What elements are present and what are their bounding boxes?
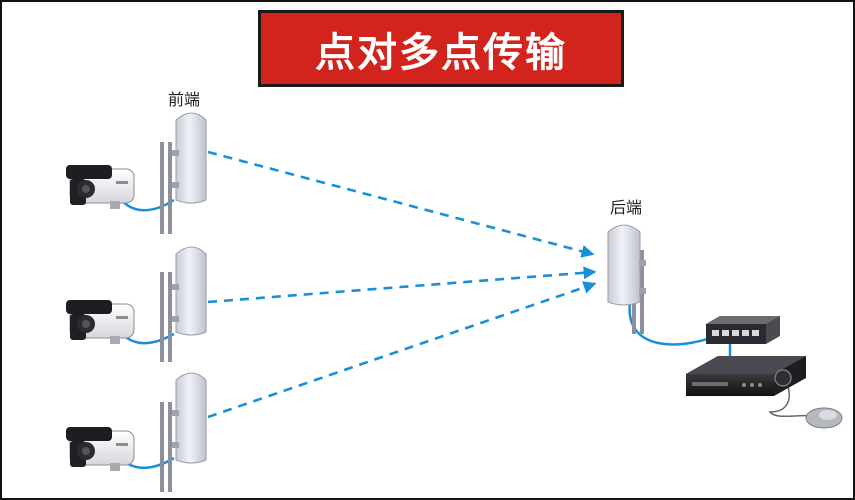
outdoor-cpe-antenna-icon xyxy=(160,112,207,234)
wireless-links xyxy=(207,150,597,419)
link-arrow-1 xyxy=(207,150,595,258)
bullet-camera-icon xyxy=(66,300,135,344)
outdoor-cpe-antenna-icon xyxy=(160,372,207,492)
outdoor-cpe-antenna-icon xyxy=(160,246,207,362)
outdoor-cpe-antenna-icon xyxy=(607,224,646,334)
diagram-title: 点对多点传输 xyxy=(315,29,567,76)
front-end-unit-2 xyxy=(66,246,207,362)
link-arrow-2 xyxy=(207,266,597,304)
mouse-cable xyxy=(768,385,813,418)
network-switch-icon xyxy=(706,316,780,344)
title-banner: 点对多点传输 xyxy=(258,10,624,87)
network-video-recorder-icon xyxy=(686,356,806,396)
computer-mouse-icon xyxy=(805,407,843,429)
bullet-camera-icon xyxy=(66,165,135,209)
back-end-group xyxy=(607,224,843,429)
link-arrow-3 xyxy=(207,281,597,419)
front-end-unit-1 xyxy=(66,112,207,234)
bullet-camera-icon xyxy=(66,427,135,471)
back-end-label: 后端 xyxy=(610,198,643,217)
front-end-label: 前端 xyxy=(168,90,201,109)
front-end-unit-3 xyxy=(66,372,207,492)
